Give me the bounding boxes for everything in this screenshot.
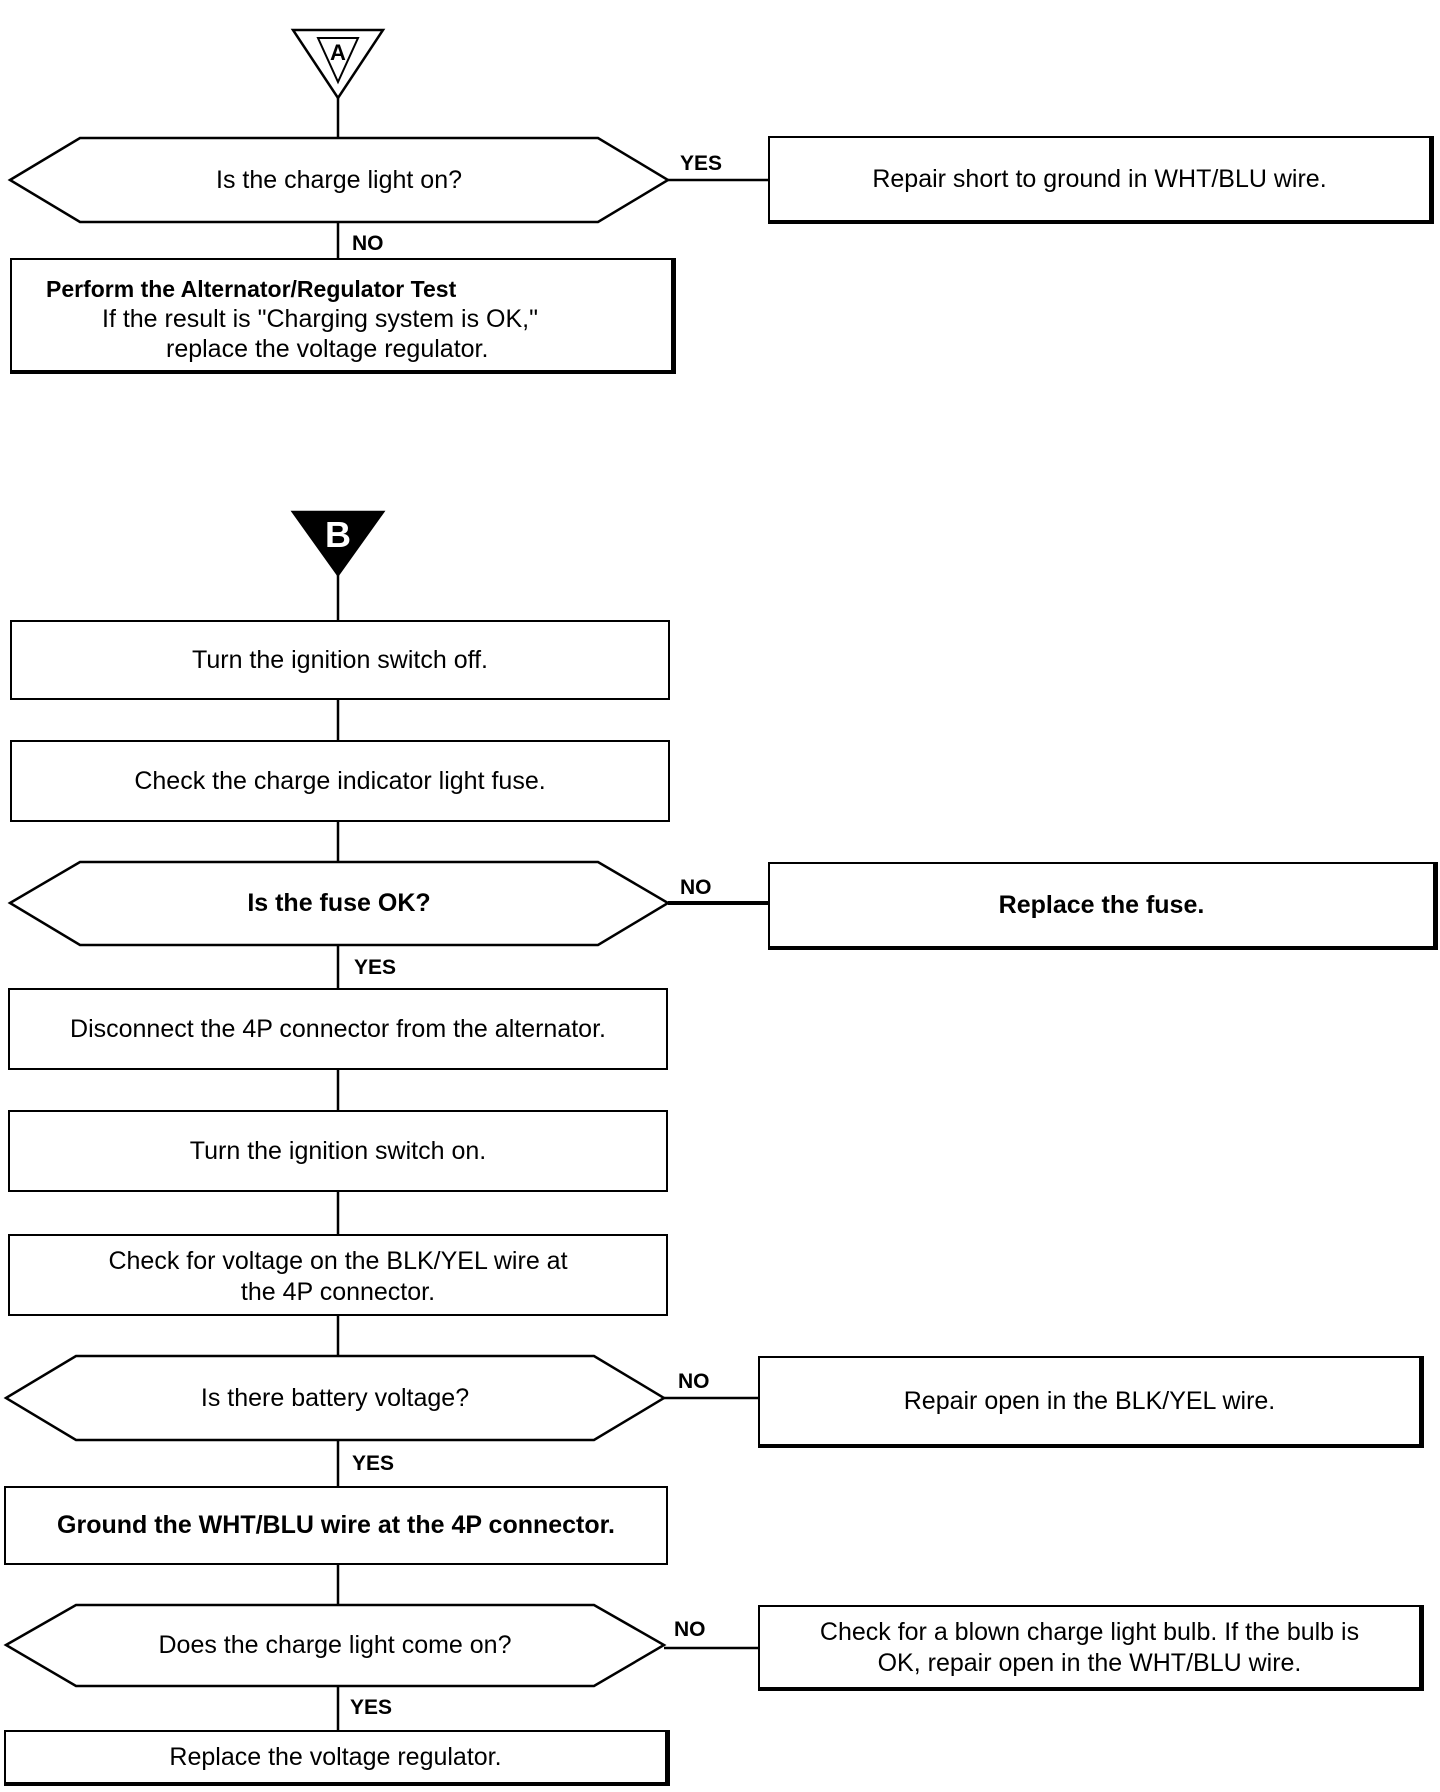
step-ground-wht-blu: Ground the WHT/BLU wire at the 4P connec…	[4, 1486, 668, 1565]
decision-charge-light-on: Is the charge light on?	[216, 165, 462, 194]
step-ignition-off: Turn the ignition switch off.	[10, 620, 670, 700]
decision-charge-light-on-again: Does the charge light come on?	[158, 1631, 512, 1659]
step-ignition-on: Turn the ignition switch on.	[8, 1110, 668, 1192]
decision-battery-voltage: Is there battery voltage?	[200, 1383, 470, 1412]
yes-label: YES	[352, 1452, 395, 1475]
connector-b-triangle	[290, 510, 386, 578]
no-label: NO	[678, 1370, 710, 1393]
no-label: NO	[674, 1618, 706, 1641]
check-bulb-line1: Check for a blown charge light bulb. If …	[819, 1618, 1360, 1646]
decision-diamond-4	[3, 1603, 667, 1688]
decision-fuse-ok: Is the fuse OK?	[247, 889, 431, 917]
yes-label: YES	[680, 152, 723, 175]
yes-label: YES	[350, 1696, 393, 1719]
yes-label: YES	[354, 956, 397, 979]
connector-a-triangle	[290, 28, 386, 101]
check-bulb-line2: OK, repair open in the WHT/BLU wire.	[877, 1649, 1302, 1677]
step-check-fuse: Check the charge indicator light fuse.	[10, 740, 670, 822]
step-check-voltage: Check for voltage on the BLK/YEL wire at…	[8, 1234, 668, 1316]
no-label: NO	[352, 232, 384, 255]
connector-a-label: A	[330, 40, 346, 65]
test-line3: replace the voltage regulator.	[166, 335, 489, 363]
result-replace-fuse: Replace the fuse.	[768, 862, 1438, 950]
no-label: NO	[680, 876, 712, 899]
test-heading: Perform the Alternator/Regulator Test	[46, 276, 457, 302]
result-repair-short-ground: Repair short to ground in WHT/BLU wire.	[768, 136, 1434, 224]
connector-b-label: B	[325, 514, 351, 555]
check-voltage-line1: Check for voltage on the BLK/YEL wire at	[108, 1247, 568, 1275]
test-line2: If the result is "Charging system is OK,…	[102, 305, 538, 333]
check-voltage-line2: the 4P connector.	[240, 1278, 436, 1306]
step-disconnect-connector: Disconnect the 4P connector from the alt…	[8, 988, 668, 1070]
step-alternator-regulator-test: Perform the Alternator/Regulator Test If…	[10, 258, 676, 374]
result-repair-open-blk-yel: Repair open in the BLK/YEL wire.	[758, 1356, 1424, 1448]
result-check-bulb: Check for a blown charge light bulb. If …	[758, 1605, 1424, 1691]
step-replace-voltage-regulator: Replace the voltage regulator.	[4, 1730, 670, 1786]
